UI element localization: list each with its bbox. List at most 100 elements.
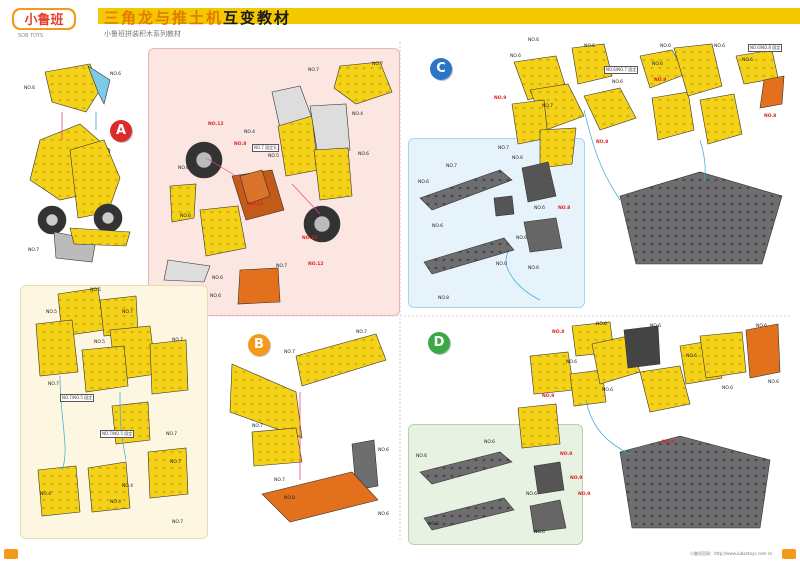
- part-label: NO.8: [438, 296, 450, 301]
- connector-lines: [59, 109, 706, 471]
- part-label: NO.6: [650, 324, 662, 329]
- page-title-part2: 互变教材: [223, 9, 292, 27]
- part-label: NO.6: [534, 206, 546, 211]
- part-label-highlight: NO.8: [596, 140, 609, 145]
- part-label: NO.6: [428, 522, 440, 527]
- brand-logo: 小鲁班: [12, 8, 76, 30]
- footer-ornament-right: [782, 549, 796, 559]
- part-label: NO.6: [526, 492, 538, 497]
- part-label: NO.4: [110, 500, 122, 505]
- part-label: NO.6: [378, 448, 390, 453]
- step-a-badge: A: [110, 120, 132, 142]
- part-label: NO.6: [418, 180, 430, 185]
- part-label: NO.6: [742, 58, 754, 63]
- part-label-highlight: NO.9: [654, 78, 667, 83]
- panel-c-detail-parts: [419, 161, 563, 275]
- part-label: NO.6: [566, 360, 578, 365]
- part-label: NO.6: [212, 276, 224, 281]
- part-label-highlight: NO.8: [764, 114, 777, 119]
- part-label-highlight: NO.9: [560, 452, 573, 457]
- part-label: NO.7: [446, 164, 458, 169]
- part-label: NO.7: [308, 68, 320, 73]
- part-label-highlight: NO.9: [494, 96, 507, 101]
- part-label: NO.6: [180, 214, 192, 219]
- assembly-note: NO.7/NO.5 固定: [100, 430, 135, 438]
- part-label: NO.6: [512, 156, 524, 161]
- part-label: NO.7: [274, 478, 286, 483]
- part-label: NO.6: [652, 62, 664, 67]
- part-label: NO.7: [172, 520, 184, 525]
- assembly-note: NO.7 固定孔: [252, 144, 280, 152]
- part-label: NO.7: [166, 432, 178, 437]
- part-label: NO.7: [372, 62, 384, 67]
- part-label: NO.6: [528, 266, 540, 271]
- part-label: NO.7: [284, 350, 296, 355]
- step-b-badge: B: [248, 334, 270, 356]
- bulldozer-model: [29, 63, 131, 263]
- assembly-note: NO.7/NO.5 固定: [60, 394, 95, 402]
- part-label-highlight: NO.8: [558, 206, 571, 211]
- panel-c-upper-parts: [511, 43, 785, 265]
- part-label: NO.6: [416, 454, 428, 459]
- part-label-highlight: NO.9: [542, 394, 555, 399]
- part-label: NO.7: [170, 460, 182, 465]
- part-label-highlight: NO.9: [570, 476, 583, 481]
- part-label: NO.7: [28, 248, 40, 253]
- part-label: NO.7: [122, 310, 134, 315]
- step-d-parts: [517, 321, 781, 529]
- part-label: NO.6: [110, 72, 122, 77]
- part-label-highlight: NO.9: [662, 440, 675, 445]
- part-label: NO.5: [90, 288, 102, 293]
- part-label: NO.6: [528, 38, 540, 43]
- brand-small-text: SOB TOYS: [18, 33, 44, 39]
- part-label: NO.7: [172, 338, 184, 343]
- part-label: NO.6: [534, 530, 546, 535]
- part-label: NO.5: [268, 154, 280, 159]
- part-label: NO.6: [768, 380, 780, 385]
- part-label: NO.7: [252, 424, 264, 429]
- panel-a-parts: [163, 61, 393, 305]
- panel-d-detail-parts: [419, 451, 567, 533]
- part-label: NO.6: [378, 512, 390, 517]
- part-label: NO.5: [46, 310, 58, 315]
- part-label: NO.6: [686, 354, 698, 359]
- part-label: NO.4: [352, 112, 364, 117]
- part-label: NO.6: [210, 294, 222, 299]
- step-b-parts: [229, 333, 387, 523]
- footer-ornament-left: [4, 549, 18, 559]
- part-label: NO.6: [24, 86, 36, 91]
- title-bar: [98, 8, 800, 24]
- part-label: NO.6: [596, 322, 608, 327]
- step-c-badge: C: [430, 58, 452, 80]
- assembly-note: NO.6/NO.7 固定: [604, 66, 639, 74]
- part-label: NO.5: [94, 340, 106, 345]
- panel-b-parts: [35, 287, 189, 517]
- part-label-highlight: NO.9: [578, 492, 591, 497]
- part-label: NO.6: [496, 262, 508, 267]
- footer-url: 小鲁班官网：http://www.lubantoys.com.cn: [690, 551, 773, 556]
- part-label: NO.6: [432, 224, 444, 229]
- part-label-highlight: NO.12: [208, 122, 224, 127]
- part-label-highlight: NO.12: [308, 262, 324, 267]
- page-subtitle: 小鲁班拼装积木系列教材: [104, 30, 181, 38]
- part-label: NO.6: [178, 166, 190, 171]
- part-label: NO.6: [660, 44, 672, 49]
- part-label: NO.7: [356, 330, 368, 335]
- part-label: NO.7: [48, 382, 60, 387]
- part-label: NO.6: [516, 236, 528, 241]
- part-label: NO.6: [358, 152, 370, 157]
- part-label-highlight: NO.8: [552, 330, 565, 335]
- part-label: NO.4: [244, 130, 256, 135]
- part-label: NO.8: [284, 496, 296, 501]
- part-label: NO.6: [510, 54, 522, 59]
- assembly-note: NO.6/NO.8 固定: [748, 44, 783, 52]
- svg-text:小鲁班: 小鲁班: [24, 12, 63, 28]
- part-label: NO.6: [756, 324, 768, 329]
- page-title-part1: 三角龙与推土机: [104, 9, 224, 27]
- page-title: 三角龙与推土机互变教材: [104, 7, 291, 28]
- part-label: NO.6: [602, 388, 614, 393]
- part-label-highlight: NO.11: [302, 236, 318, 241]
- part-label-highlight: NO.11: [248, 202, 264, 207]
